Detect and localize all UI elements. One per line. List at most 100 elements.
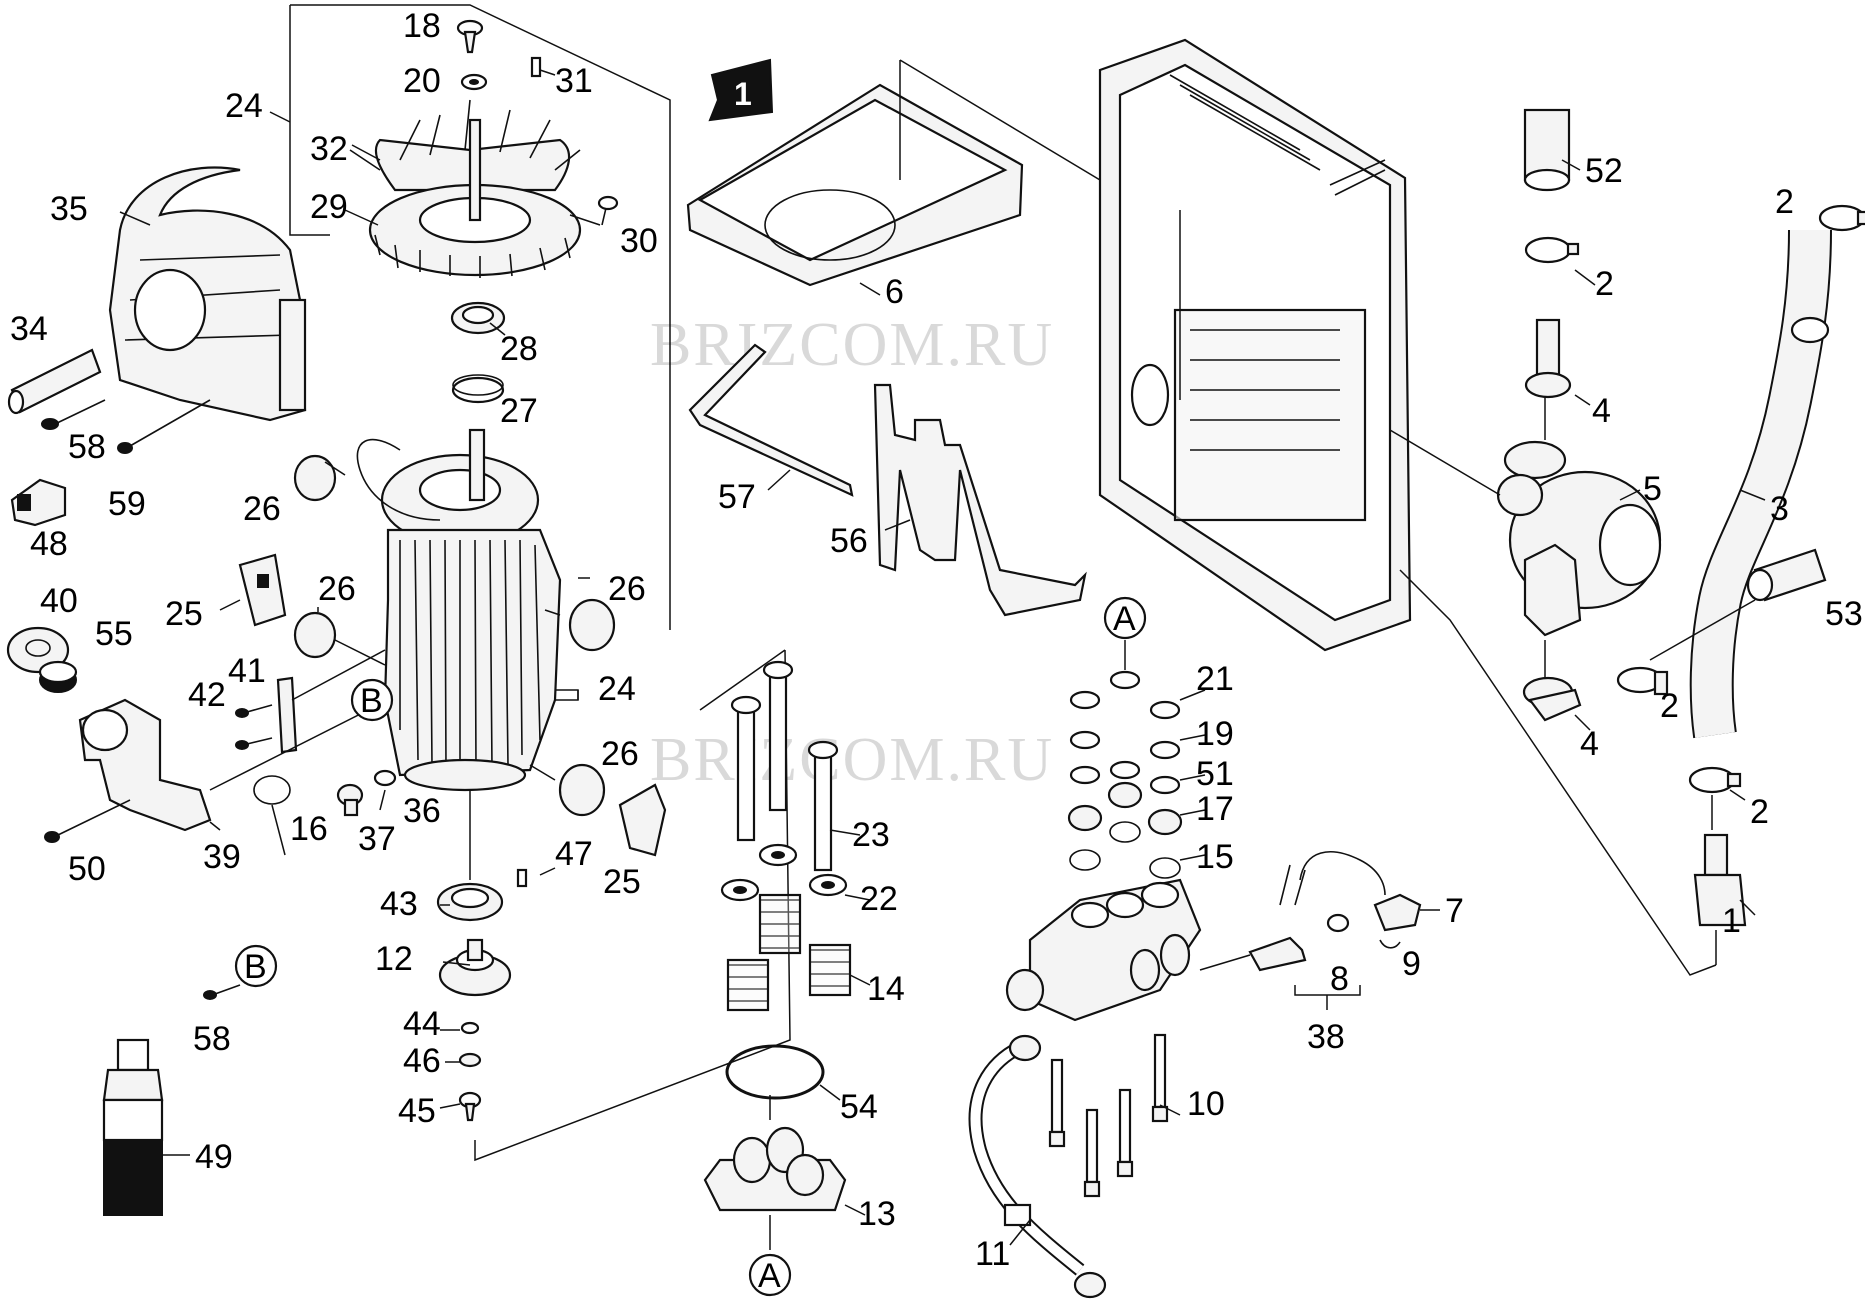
group-bracket-38 (1294, 985, 1361, 1010)
label-20: 20 (403, 62, 441, 100)
connection-leaders (1399, 569, 1717, 976)
hose-3 (1689, 229, 1832, 739)
switch-7 (1279, 851, 1422, 932)
label-11: 11 (975, 1235, 1010, 1273)
clamp-2-a (1524, 236, 1580, 264)
label-47: 47 (555, 835, 593, 873)
label-57: 57 (718, 478, 756, 516)
label-34: 34 (10, 310, 48, 348)
o-ring-54 (725, 1044, 825, 1100)
motor-group-frame (289, 4, 791, 1162)
label-54: 54 (840, 1088, 878, 1126)
label-45: 45 (398, 1092, 436, 1130)
screw-58 (41, 399, 106, 430)
label-27: 27 (500, 392, 538, 430)
screw-45 (458, 1091, 482, 1122)
bearing-28 (450, 301, 506, 335)
label-23: 23 (852, 816, 890, 854)
label-56: 56 (830, 522, 868, 560)
watermark-lower: BRIZCOM.RU (650, 726, 1054, 794)
label-1: 1 (1722, 902, 1741, 940)
label-30: 30 (620, 222, 658, 260)
clamp-2-d (1688, 766, 1742, 794)
label-25-a: 25 (165, 595, 203, 633)
fan-impeller (349, 99, 582, 278)
svg-text:B: B (360, 682, 383, 720)
label-13: 13 (858, 1195, 896, 1233)
label-25-b: 25 (603, 863, 641, 901)
label-22: 22 (860, 880, 898, 918)
label-6: 6 (885, 273, 904, 311)
washer-36 (373, 769, 397, 787)
svg-text:1: 1 (734, 76, 752, 112)
cap-40 (6, 626, 70, 674)
valve-1 (1693, 833, 1747, 965)
label-48: 48 (30, 525, 68, 563)
label-41: 41 (228, 652, 266, 690)
label-26-a: 26 (243, 490, 281, 528)
key-31 (530, 56, 542, 78)
label-29: 29 (310, 188, 348, 226)
bracket-56 (873, 383, 1087, 617)
label-32: 32 (310, 130, 348, 168)
label-26-c: 26 (608, 570, 646, 608)
label-24-b: 24 (598, 670, 636, 708)
label-59: 59 (108, 485, 146, 523)
ref-marker-a-upper: A (1103, 596, 1147, 640)
label-10: 10 (1187, 1085, 1225, 1123)
screw-30 (597, 195, 619, 226)
pipe-52 (1523, 108, 1571, 192)
ring-27 (451, 374, 505, 404)
pump-manifold (1005, 878, 1202, 1022)
label-52: 52 (1585, 152, 1623, 190)
washer-46 (458, 1052, 482, 1068)
plug-37 (336, 783, 364, 817)
connector-48 (10, 478, 67, 527)
valve-seals-stack (1067, 640, 1183, 879)
label-35: 35 (50, 190, 88, 228)
label-55: 55 (95, 615, 133, 653)
housing-frame (1098, 38, 1412, 652)
label-39: 39 (203, 838, 241, 876)
terminal-box-25-b (618, 783, 667, 857)
oil-bottle-49 (102, 1038, 164, 1216)
label-42: 42 (188, 676, 226, 714)
cover-tray-6 (686, 59, 1101, 287)
label-36: 36 (403, 792, 441, 830)
label-50: 50 (68, 850, 106, 888)
o-ring-16 (253, 775, 291, 805)
label-44: 44 (403, 1005, 441, 1043)
label-53: 53 (1825, 595, 1863, 633)
label-58-a: 58 (68, 428, 106, 466)
watermark-upper: BRIZCOM.RU (650, 311, 1054, 379)
label-26-b: 26 (318, 570, 356, 608)
label-19: 19 (1196, 715, 1234, 753)
ref-marker-a-lower: A (748, 1253, 792, 1297)
label-58-b: 58 (193, 1020, 231, 1058)
pipe-53 (1649, 548, 1827, 661)
bolts-10 (1048, 1033, 1169, 1198)
label-49: 49 (195, 1138, 233, 1176)
label-37: 37 (358, 820, 396, 858)
air-duct-39 (78, 698, 389, 832)
piston-plate-13 (703, 1095, 847, 1250)
tube-34 (7, 348, 102, 415)
assembly-marker: 1 (708, 58, 774, 122)
washer-44 (460, 1021, 480, 1035)
label-2-c: 2 (1660, 687, 1679, 725)
label-9: 9 (1402, 945, 1421, 983)
screw-50 (44, 799, 131, 843)
svg-text:A: A (1113, 600, 1136, 638)
label-4-a: 4 (1592, 392, 1611, 430)
bracket-57 (688, 343, 854, 497)
svg-text:A: A (758, 1257, 781, 1295)
nipple-4-b (1522, 676, 1582, 722)
pistons-23 (730, 660, 839, 872)
label-38: 38 (1307, 1018, 1345, 1056)
label-3: 3 (1770, 490, 1789, 528)
clip-9 (1379, 939, 1401, 949)
label-26-d: 26 (601, 735, 639, 773)
eccentric-12 (438, 938, 512, 997)
label-12: 12 (375, 940, 413, 978)
label-16: 16 (290, 810, 328, 848)
